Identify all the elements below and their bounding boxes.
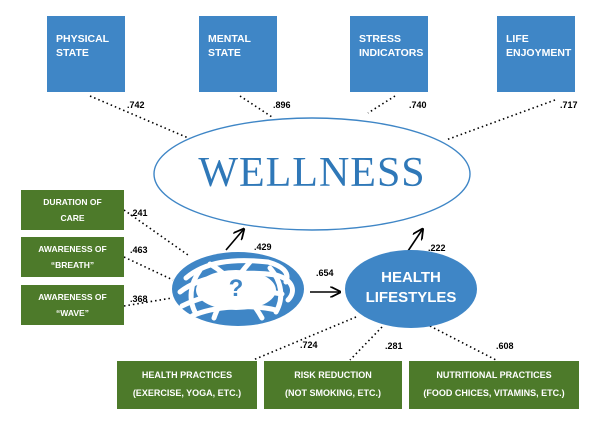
indicator-line1: STRESS (359, 33, 402, 45)
factor-line1: HEALTH PRACTICES (141, 370, 233, 380)
wellness-oval (153, 117, 471, 231)
loading-awareness-breath: .463 (130, 245, 148, 255)
factor-health-practices: HEALTH PRACTICES (EXERCISE, YOGA, ETC.) (117, 361, 257, 409)
indicator-line2: STATE (56, 47, 89, 59)
loading-line-mental-state (239, 95, 273, 118)
unknown-question-mark: ? (228, 275, 244, 302)
loading-awareness-wave: .368 (130, 294, 148, 304)
indicator-line2: ENJOYMENT (506, 47, 572, 59)
health-lifestyles-label: HEALTH LIFESTYLES (345, 268, 477, 308)
loading-line-awareness-wave (123, 297, 173, 307)
indicator-line2: STATE (208, 47, 241, 59)
loading-life-enjoyment: .717 (560, 100, 578, 110)
indicator-line1: MENTAL (208, 33, 251, 45)
health-lifestyles-line2: LIFESTYLES (365, 289, 457, 306)
factor-line1: DURATION OF (43, 197, 102, 207)
loading-duration-of-care: .241 (130, 208, 148, 218)
loading-risk-reduction: .281 (385, 341, 403, 351)
loading-stress-indicators: .740 (409, 100, 427, 110)
factor-line2: (FOOD CHICES, VITAMINS, ETC.) (423, 388, 565, 398)
loading-nutritional-practices: .608 (496, 341, 514, 351)
wellness-label: WELLNESS (198, 150, 426, 196)
indicator-line1: PHYSICAL (56, 33, 110, 45)
loading-line-risk-reduction (349, 326, 383, 361)
health-lifestyles-line1: HEALTH (381, 269, 441, 286)
unknown-latent-oval (172, 252, 304, 326)
factor-line2: CARE (60, 213, 85, 223)
indicator-line1: LIFE (506, 33, 529, 45)
factor-line1: AWARENESS OF (38, 292, 107, 302)
factor-risk-reduction: RISK REDUCTION (NOT SMOKING, ETC.) (264, 361, 402, 409)
factor-line2: “BREATH” (50, 260, 95, 270)
indicator-stress-indicators: STRESS INDICATORS (350, 16, 428, 92)
factor-line2: “WAVE” (56, 308, 89, 318)
arrow-unknown-to-wellness (225, 230, 243, 251)
factor-awareness-wave: AWARENESS OF “WAVE” (21, 285, 124, 325)
factor-line1: RISK REDUCTION (294, 370, 372, 380)
loading-line-life-enjoyment (445, 99, 556, 141)
factor-line2: (NOT SMOKING, ETC.) (285, 388, 381, 398)
indicator-line2: INDICATORS (359, 47, 424, 59)
factor-line2: (EXERCISE, YOGA, ETC.) (132, 388, 242, 398)
loading-line-stress-indicators (367, 95, 396, 114)
path-lifestyles-to-wellness: .222 (428, 243, 446, 253)
factor-duration-of-care: DURATION OF CARE (21, 190, 124, 230)
factor-line1: NUTRITIONAL PRACTICES (436, 370, 552, 380)
loading-health-practices: .724 (300, 340, 318, 350)
path-unknown-to-lifestyles: .654 (316, 268, 334, 278)
path-unknown-to-wellness: .429 (254, 242, 272, 252)
loading-line-health-practices (252, 316, 357, 361)
factor-awareness-breath: AWARENESS OF “BREATH” (21, 237, 124, 277)
factor-nutritional-practices: NUTRITIONAL PRACTICES (FOOD CHICES, VITA… (409, 361, 579, 409)
indicator-mental-state: MENTAL STATE (199, 16, 277, 92)
indicator-physical-state: PHYSICAL STATE (47, 16, 125, 92)
health-lifestyles-oval (345, 250, 477, 328)
loading-line-awareness-breath (123, 256, 174, 281)
loading-line-physical-state (89, 95, 194, 141)
arrow-lifestyles-to-wellness (407, 230, 422, 252)
loading-physical-state: .742 (127, 100, 145, 110)
factor-line1: AWARENESS OF (38, 244, 107, 254)
indicator-life-enjoyment: LIFE ENJOYMENT (497, 16, 575, 92)
loading-mental-state: .896 (273, 100, 291, 110)
loading-line-nutritional-practices (429, 325, 497, 361)
